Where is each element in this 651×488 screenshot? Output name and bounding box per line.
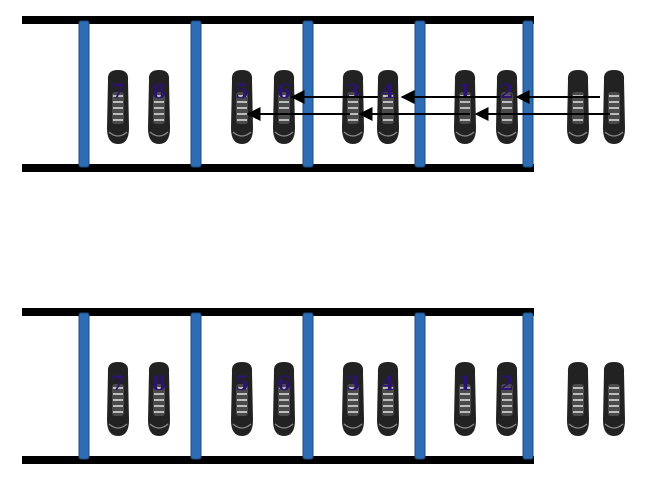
step-number: 5 [235,371,249,395]
ladder-rung [190,20,202,168]
shoe-icon [273,362,295,436]
ladder-rung [414,20,426,168]
step-number: 7 [111,79,125,103]
shoe-icon [377,362,399,436]
ladder-rung [414,312,426,460]
step-number: 6 [277,371,291,395]
shoe-icon [273,70,295,144]
step-number: 4 [381,79,395,103]
step-number: 8 [152,371,166,395]
step-number: 2 [500,79,514,103]
shoe-icon [377,70,399,144]
ladder-rung [302,20,314,168]
shoe-icon [603,70,625,144]
step-number: 1 [458,79,472,103]
ladder-rung [522,312,534,460]
step-number: 7 [111,371,125,395]
step-number: 1 [458,371,472,395]
shoe-icon [454,362,476,436]
shoe-icon [148,70,170,144]
shoe-icon [603,362,625,436]
step-number: 5 [235,79,249,103]
shoe-icon [231,362,253,436]
ladder-rung [78,20,90,168]
shoe-icon [454,70,476,144]
step-number: 3 [346,371,360,395]
ladder-rung [190,312,202,460]
ladder-rung [522,20,534,168]
step-number: 6 [277,79,291,103]
step-number: 2 [500,371,514,395]
shoe-icon [231,70,253,144]
ladder-rung [302,312,314,460]
shoe-icon [107,70,129,144]
shoe-icon [496,362,518,436]
step-number: 3 [346,79,360,103]
ladder-rung [78,312,90,460]
shoe-icon [342,70,364,144]
shoe-icon [148,362,170,436]
shoe-icon [567,70,589,144]
step-number: 4 [381,371,395,395]
shoe-icon [567,362,589,436]
step-number: 8 [152,79,166,103]
shoe-icon [342,362,364,436]
shoe-icon [107,362,129,436]
